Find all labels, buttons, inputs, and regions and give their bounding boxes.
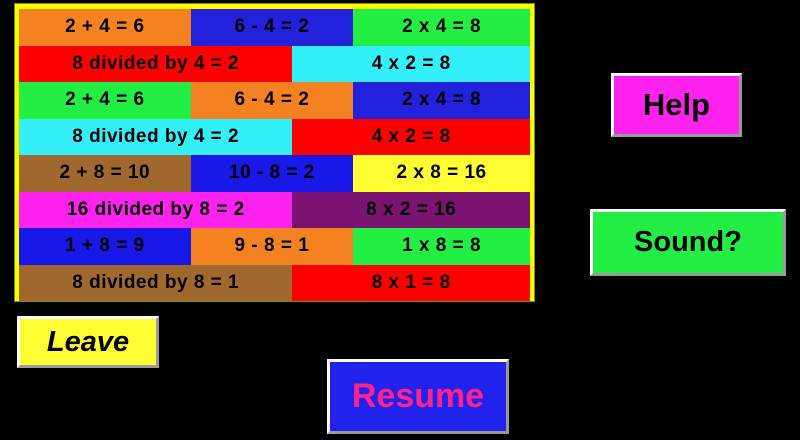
resume-button-label: Resume: [351, 377, 485, 415]
sound-button-label: Sound?: [634, 226, 742, 258]
resume-button[interactable]: Resume: [327, 359, 509, 434]
fact-cell[interactable]: 1 + 8 = 9: [19, 228, 191, 265]
fact-cell[interactable]: 2 x 4 = 8: [353, 82, 530, 119]
fact-cell[interactable]: 9 - 8 = 1: [190, 228, 354, 265]
fact-cell[interactable]: 2 + 8 = 10: [19, 155, 191, 192]
fact-cell[interactable]: 2 x 4 = 8: [353, 9, 530, 46]
sound-toggle-button[interactable]: Sound?: [590, 209, 786, 276]
fact-cell[interactable]: 8 divided by 8 = 1: [19, 264, 293, 301]
fact-cell[interactable]: 2 + 4 = 6: [19, 9, 191, 46]
fact-cell[interactable]: 6 - 4 = 2: [190, 82, 354, 119]
leave-button-label: Leave: [46, 325, 130, 358]
fact-cell[interactable]: 8 divided by 4 = 2: [19, 118, 293, 155]
fact-cell[interactable]: 6 - 4 = 2: [190, 9, 354, 46]
help-button[interactable]: Help: [611, 73, 742, 137]
help-button-label: Help: [642, 87, 711, 122]
fact-cell[interactable]: 4 x 2 = 8: [292, 45, 530, 82]
leave-button[interactable]: Leave: [17, 316, 159, 368]
fact-cell[interactable]: 10 - 8 = 2: [190, 155, 354, 192]
fact-cell[interactable]: 4 x 2 = 8: [292, 118, 530, 155]
fact-cell[interactable]: 8 x 2 = 16: [292, 191, 530, 228]
fact-cell[interactable]: 8 x 1 = 8: [292, 264, 530, 301]
fact-cell[interactable]: 2 + 4 = 6: [19, 82, 191, 119]
fact-cell[interactable]: 2 x 8 = 16: [353, 155, 530, 192]
fact-cell[interactable]: 16 divided by 8 = 2: [19, 191, 293, 228]
fact-cell[interactable]: 8 divided by 4 = 2: [19, 45, 293, 82]
fact-cell[interactable]: 1 x 8 = 8: [353, 228, 530, 265]
